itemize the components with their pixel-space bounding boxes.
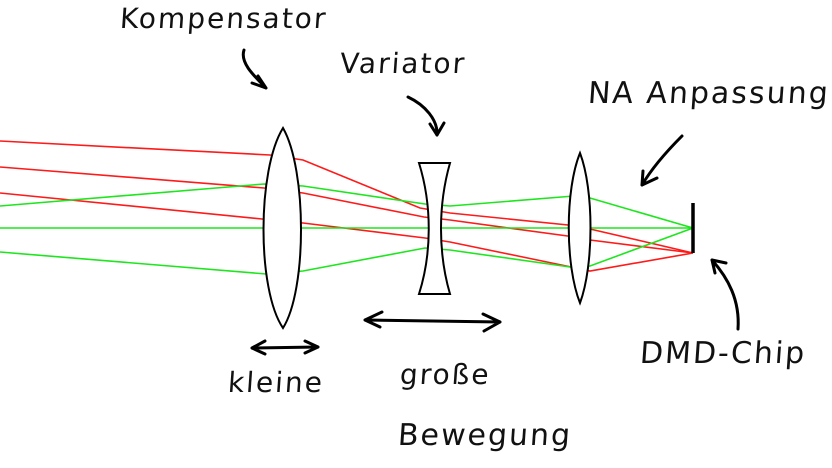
large-movement-arrow-icon [363,310,502,333]
large-movement-label: große [398,358,492,391]
dmd-chip-label: DMD-Chip [638,336,808,371]
compensator-lens [262,126,302,330]
compensator-arrow-icon [241,48,268,90]
movement-label: Bewegung [396,418,574,453]
dmd-arrow-icon [710,258,740,331]
small-movement-arrow-icon [250,339,320,356]
variator-lens [417,162,452,295]
small-movement-label: kleine [226,366,326,399]
na-arrow-icon [640,134,684,187]
na-lens [567,150,592,306]
na-adjustment-label: NA Anpassung [586,76,832,111]
variator-arrow-icon [406,95,446,137]
compensator-label: Kompensator [118,2,329,35]
variator-label: Variator [338,47,468,80]
